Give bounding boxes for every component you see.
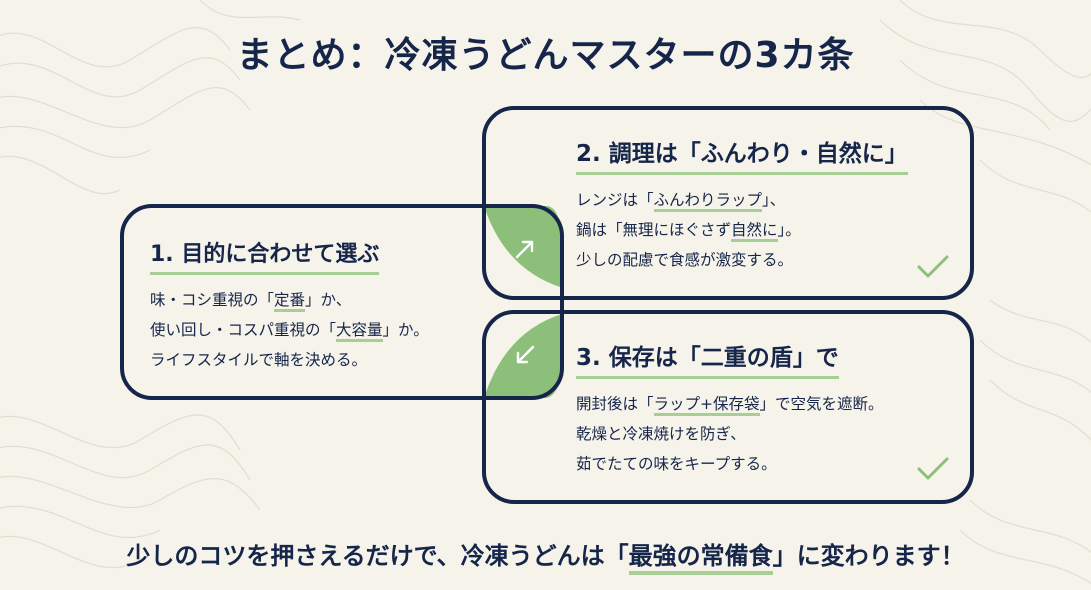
card-line: 使い回し・コスパ重視の「大容量」か。 — [150, 315, 429, 345]
card-line: 少しの配慮で食感が激変する。 — [576, 251, 794, 269]
card-line: 味・コシ重視の「定番」か、 — [150, 285, 429, 315]
overlap-top — [484, 206, 563, 288]
checkmark-icon — [917, 457, 949, 480]
card-cooking: 2. 調理は「ふんわり・自然に」 レンジは「ふんわりラップ」、 鍋は「無理にほぐ… — [576, 134, 908, 275]
card-heading: 3. 保存は「二重の盾」で — [576, 338, 839, 379]
card-select-by-purpose: 1. 目的に合わせて選ぶ 味・コシ重視の「定番」か、 使い回し・コスパ重視の「大… — [150, 236, 429, 375]
card-heading: 1. 目的に合わせて選ぶ — [150, 236, 380, 275]
card-line: ライフスタイルで軸を決める。 — [150, 351, 368, 369]
summary-footer: 少しのコツを押さえるだけで、冷凍うどんは「最強の常備食」に変わります！ — [0, 536, 1091, 575]
card-line: 開封後は「ラップ+保存袋」で空気を遮断。 — [576, 389, 884, 419]
card-heading: 2. 調理は「ふんわり・自然に」 — [576, 134, 908, 175]
page-title: まとめ：冷凍うどんマスターの3カ条 — [236, 35, 855, 76]
card-frame-3 — [482, 310, 974, 504]
checkmark-icon — [917, 255, 949, 278]
card-storage: 3. 保存は「二重の盾」で 開封後は「ラップ+保存袋」で空気を遮断。 乾燥と冷凍… — [576, 338, 884, 479]
arrow-up-right-icon — [515, 240, 534, 259]
card-frame-2 — [482, 106, 974, 300]
arrow-down-left-icon — [516, 345, 535, 364]
card-line: 鍋は「無理にほぐさず自然に」。 — [576, 215, 908, 245]
card-line: 茹でたての味をキープする。 — [576, 455, 777, 473]
card-frame-1 — [120, 204, 564, 400]
card-line: レンジは「ふんわりラップ」、 — [576, 185, 908, 215]
card-line: 乾燥と冷凍焼けを防ぎ、 — [576, 425, 746, 443]
